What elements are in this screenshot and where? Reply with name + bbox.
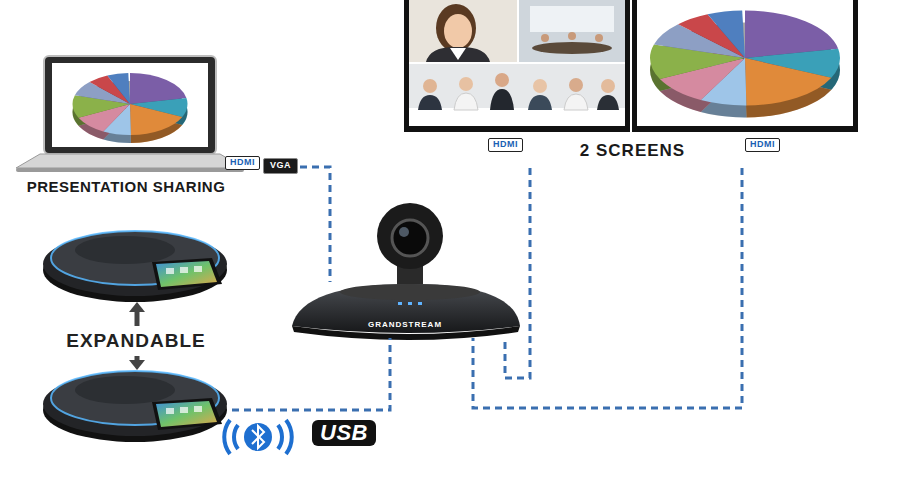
head — [533, 79, 547, 93]
status-led — [418, 302, 422, 305]
status-led — [398, 302, 402, 305]
body — [490, 89, 514, 110]
head — [569, 78, 583, 92]
speakerphone-node: EXPANDABLE — [40, 222, 232, 445]
dashed-cable — [473, 168, 742, 408]
pie-shadow — [650, 23, 840, 118]
screen-panel — [637, 0, 853, 126]
signal-arc — [234, 425, 238, 449]
codec-ring — [340, 284, 480, 300]
node-label: GRANDSTREAM — [368, 320, 442, 329]
head — [601, 79, 615, 93]
dashed-cable — [232, 338, 390, 410]
chart-screen — [632, 0, 858, 132]
dashed-cable — [505, 168, 530, 378]
head — [595, 34, 603, 42]
speakerphone-top — [43, 231, 227, 302]
head — [568, 32, 576, 40]
video-cell — [519, 0, 625, 62]
face — [444, 14, 472, 48]
hair — [436, 4, 476, 52]
head — [495, 73, 509, 87]
body — [597, 95, 619, 110]
video-screen — [404, 0, 630, 132]
laptop-lid — [44, 56, 216, 154]
bluetooth-disc — [244, 423, 272, 451]
codec-base — [292, 284, 520, 333]
laptop-node: PRESENTATION SHARING — [0, 52, 252, 198]
body — [454, 93, 478, 110]
screen-panel — [409, 0, 625, 126]
status-led — [408, 302, 412, 305]
jacket — [426, 47, 490, 62]
signal-arc — [286, 420, 292, 454]
bluetooth-icon — [224, 420, 292, 454]
head — [423, 79, 437, 93]
node-label: 2 SCREENS — [580, 141, 685, 161]
pie-top — [698, 34, 793, 82]
screens-node: 2 SCREENS — [405, 0, 860, 168]
port-badge: VGA — [263, 158, 298, 174]
arrow-head — [129, 302, 145, 312]
pie-top — [101, 89, 159, 120]
signal-arc — [224, 420, 230, 454]
head — [541, 34, 549, 42]
camera-codec — [292, 203, 520, 340]
port-badge: HDMI — [225, 156, 260, 170]
bluetooth-rune — [252, 426, 264, 448]
screen-frame — [632, 0, 858, 132]
arrow-shaft — [135, 310, 140, 326]
lens-glint — [399, 227, 409, 237]
laptop-illustration — [16, 56, 244, 172]
camera-head — [377, 203, 443, 269]
node-label: EXPANDABLE — [66, 330, 206, 352]
meeting-table — [409, 108, 625, 126]
body — [528, 95, 552, 110]
port-badge: HDMI — [488, 138, 523, 152]
camera-lens — [392, 220, 428, 256]
dashed-cable — [252, 167, 330, 282]
screen-frame — [404, 0, 630, 132]
cell-divider — [409, 62, 625, 64]
usb-badge: USB — [312, 420, 376, 446]
room-table — [532, 42, 612, 54]
body — [418, 95, 442, 110]
body — [564, 94, 588, 110]
head — [459, 77, 473, 91]
codec-node: GRANDSTREAM — [290, 282, 520, 338]
video-cell — [409, 64, 625, 126]
cell-divider — [517, 0, 519, 64]
pie-shadow — [73, 81, 188, 143]
laptop-screen — [52, 63, 208, 147]
video-cell — [409, 0, 517, 62]
collar — [450, 48, 466, 60]
speakerphone-bottom — [43, 371, 227, 442]
laptop-edge — [16, 168, 244, 172]
laptop-base — [16, 154, 244, 168]
arrow-head — [129, 360, 145, 370]
room-window — [530, 6, 614, 32]
node-label: PRESENTATION SHARING — [27, 178, 226, 195]
signal-arc — [278, 425, 282, 449]
port-badge: HDMI — [745, 138, 780, 152]
